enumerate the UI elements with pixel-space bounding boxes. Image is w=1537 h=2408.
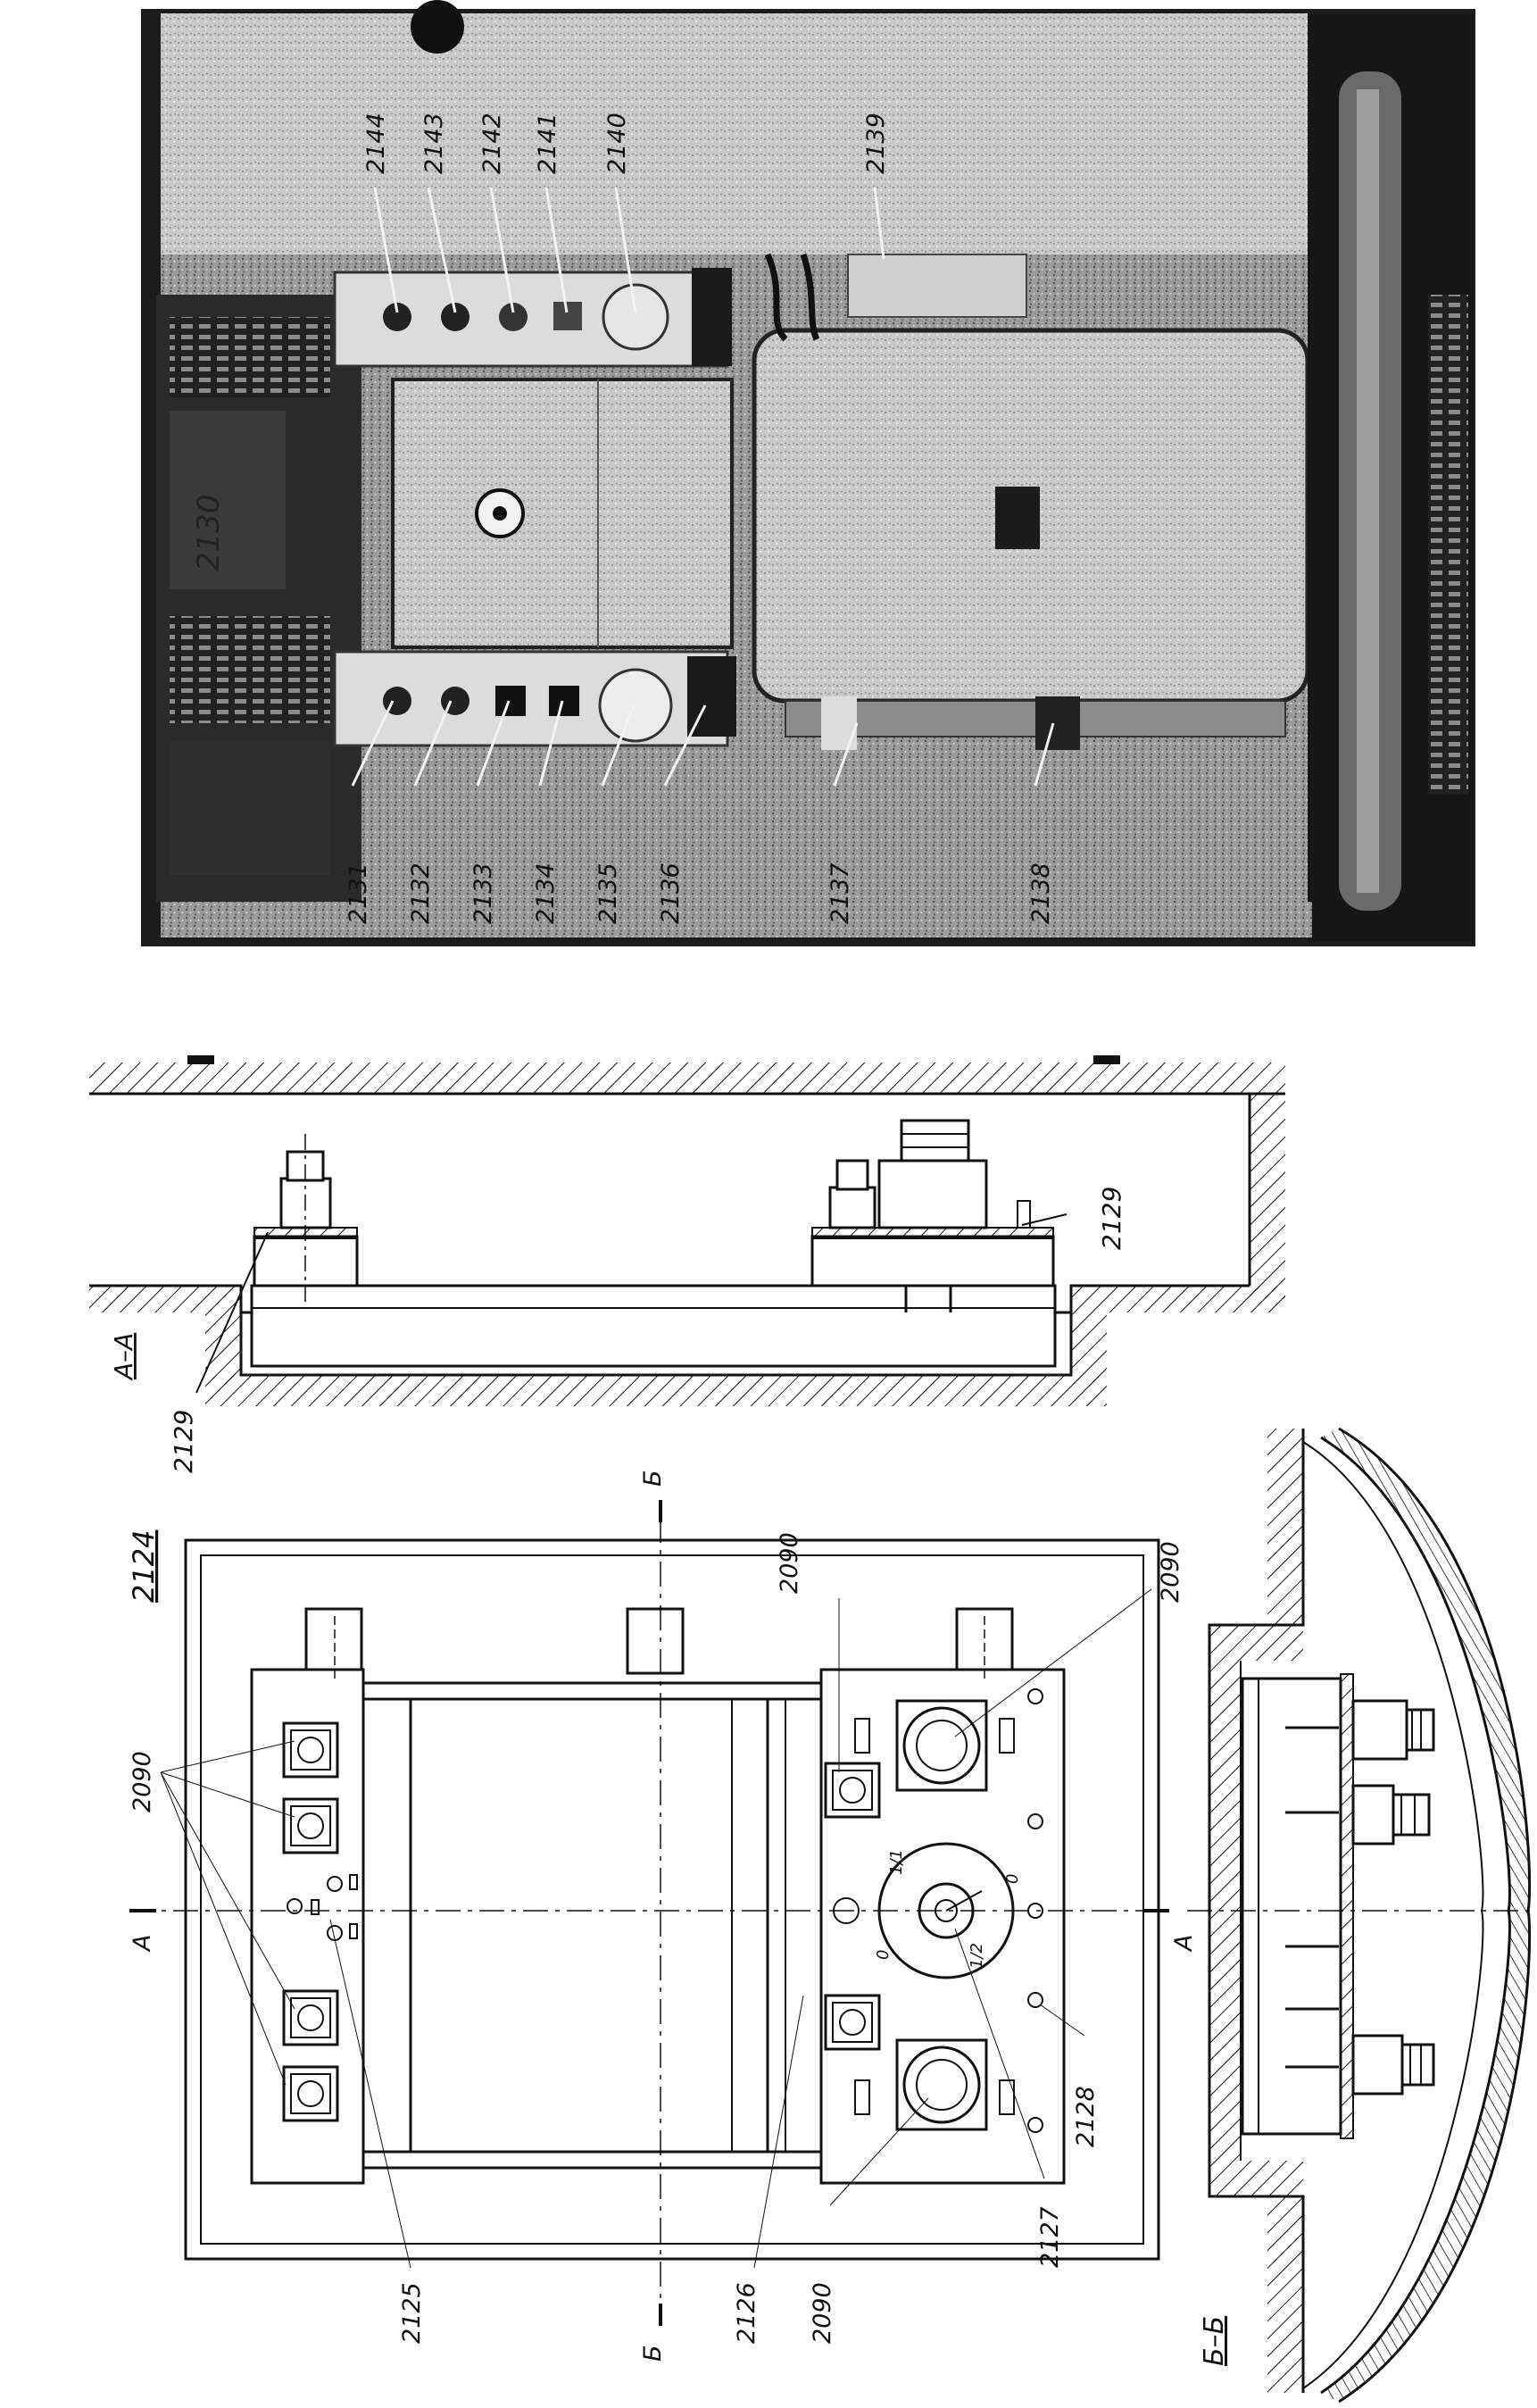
dial-mark-1: 1/1 [887, 1849, 906, 1875]
callout-2129-right: 2129 [1097, 1187, 1126, 1250]
box-mark-2130: 2130 [191, 494, 227, 571]
photo-callouts-bottom: 2131 2132 2133 2134 2135 2136 2137 2138 [345, 862, 1055, 924]
dial-mark-3: 1/2 [968, 1943, 986, 1969]
callout-2144: 2144 [362, 112, 390, 174]
main-view-title: 2124 [127, 1530, 161, 1603]
dial-mark-2: 0 [1003, 1874, 1022, 1884]
knob-icon [441, 303, 469, 331]
section-b-b-title: Б–Б [1199, 2316, 1230, 2366]
main-plan-view [129, 1500, 1169, 2326]
callout-2134: 2134 [532, 862, 560, 924]
callout-2090-top-b: 2090 [1157, 1541, 1184, 1603]
section-b-b-labels: Б–Б [1199, 2316, 1230, 2366]
section-a-a-labels: А–А 2129 2129 [109, 1187, 1126, 1473]
callout-2128: 2128 [1072, 2086, 1100, 2147]
callout-2125: 2125 [398, 2282, 426, 2344]
callout-2139: 2139 [862, 112, 890, 174]
knob-icon [499, 303, 528, 331]
callout-2138: 2138 [1027, 862, 1055, 924]
callout-2137: 2137 [827, 862, 854, 924]
section-mark-a-right: А [1170, 1935, 1198, 1953]
switch-icon [553, 302, 582, 330]
section-mark-a-left: А [129, 1935, 156, 1953]
equipment-photo [141, 0, 1475, 946]
callout-2136: 2136 [657, 862, 685, 924]
callout-2142: 2142 [478, 112, 506, 174]
nameplate [995, 487, 1040, 549]
callout-2127: 2127 [1036, 2206, 1064, 2268]
photo-callout-lines [351, 187, 1055, 787]
callout-2090-group: 2090 [129, 1751, 156, 1812]
section-mark-b-top: Б [639, 1470, 667, 1487]
callout-2090-bottom: 2090 [809, 2282, 836, 2344]
callout-2126: 2126 [733, 2282, 760, 2344]
section-a-a-title: А–А [109, 1333, 138, 1381]
callout-2131: 2131 [345, 862, 372, 924]
dial-icon [598, 668, 673, 743]
main-plan-labels: 2124 2090 2090 2090 2090 2125 2126 2127 … [127, 1470, 1198, 2362]
section-a-a-drawing [89, 1055, 1285, 1406]
switch-icon [549, 686, 579, 716]
callout-2133: 2133 [469, 862, 497, 924]
callout-2143: 2143 [420, 112, 448, 174]
switch-icon [495, 686, 526, 716]
knob-icon [383, 303, 411, 331]
callout-2129-left: 2129 [169, 1410, 198, 1473]
callout-2140: 2140 [603, 112, 631, 174]
photo-callouts-top: 2144 2143 2142 2141 2140 2139 2130 [191, 112, 890, 571]
callout-2135: 2135 [594, 862, 622, 924]
callout-2132: 2132 [407, 862, 435, 924]
callout-2090-top-a: 2090 [776, 1532, 803, 1594]
callout-2141: 2141 [534, 112, 561, 174]
section-b-b-drawing [1187, 1427, 1532, 2404]
dial-mark-4: 0 [874, 1950, 893, 1960]
section-mark-b-bottom: Б [639, 2345, 667, 2362]
dial-icon [602, 283, 669, 351]
